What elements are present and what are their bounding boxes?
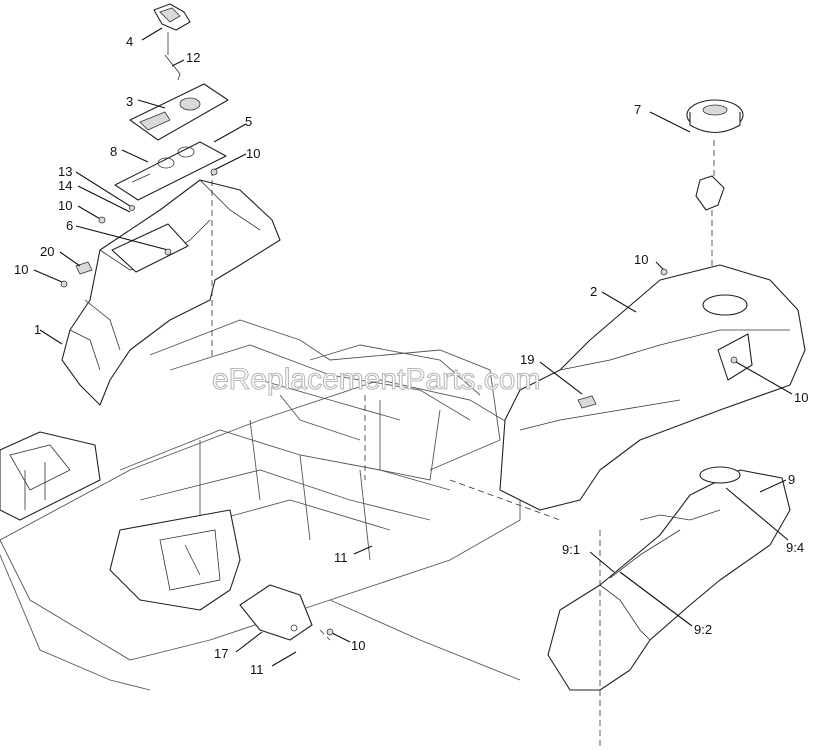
part-17-bracket — [239, 584, 313, 641]
callout-7: 7 — [634, 102, 641, 117]
callout-19: 19 — [520, 352, 534, 367]
callout-12: 12 — [186, 50, 200, 65]
callout-5: 5 — [245, 114, 252, 129]
part-2-hood — [499, 264, 806, 511]
callout-1: 1 — [34, 322, 41, 337]
part-3-plate — [129, 83, 229, 141]
callout-labels: 4 12 3 5 8 10 13 14 10 6 20 10 1 7 10 2 … — [14, 34, 808, 677]
callout-10: 10 — [794, 390, 808, 405]
callout-8: 8 — [110, 144, 117, 159]
part-1-fender — [61, 179, 281, 406]
callout-10: 10 — [14, 262, 28, 277]
callout-6: 6 — [66, 218, 73, 233]
left-side-panel — [0, 431, 101, 521]
callout-4: 4 — [126, 34, 133, 49]
part-7-cap — [686, 99, 744, 211]
callout-3: 3 — [126, 94, 133, 109]
callout-14: 14 — [58, 178, 72, 193]
part-12-rod — [164, 32, 181, 81]
callout-10: 10 — [58, 198, 72, 213]
alignment-lines — [211, 170, 601, 750]
part-9-tank — [547, 466, 791, 691]
callout-10: 10 — [634, 252, 648, 267]
chassis-frame — [0, 319, 521, 691]
part-8-console — [114, 141, 227, 201]
callout-13: 13 — [58, 164, 72, 179]
callout-11: 11 — [250, 662, 264, 677]
callout-9-4: 9:4 — [786, 540, 804, 555]
callout-10: 10 — [351, 638, 365, 653]
callout-9: 9 — [788, 472, 795, 487]
callout-20: 20 — [40, 244, 54, 259]
callout-2: 2 — [590, 284, 597, 299]
callout-11: 11 — [334, 550, 348, 565]
watermark: eReplacementParts.com — [212, 363, 540, 396]
leader-lines — [33, 27, 793, 667]
hardware-screws — [60, 168, 738, 636]
part-20-cap — [75, 261, 93, 275]
part-4-knob — [153, 3, 191, 31]
callout-17: 17 — [214, 646, 228, 661]
callout-9-2: 9:2 — [694, 622, 712, 637]
callout-10: 10 — [246, 146, 260, 161]
callout-9-1: 9:1 — [562, 542, 580, 557]
seat-base — [109, 509, 241, 611]
